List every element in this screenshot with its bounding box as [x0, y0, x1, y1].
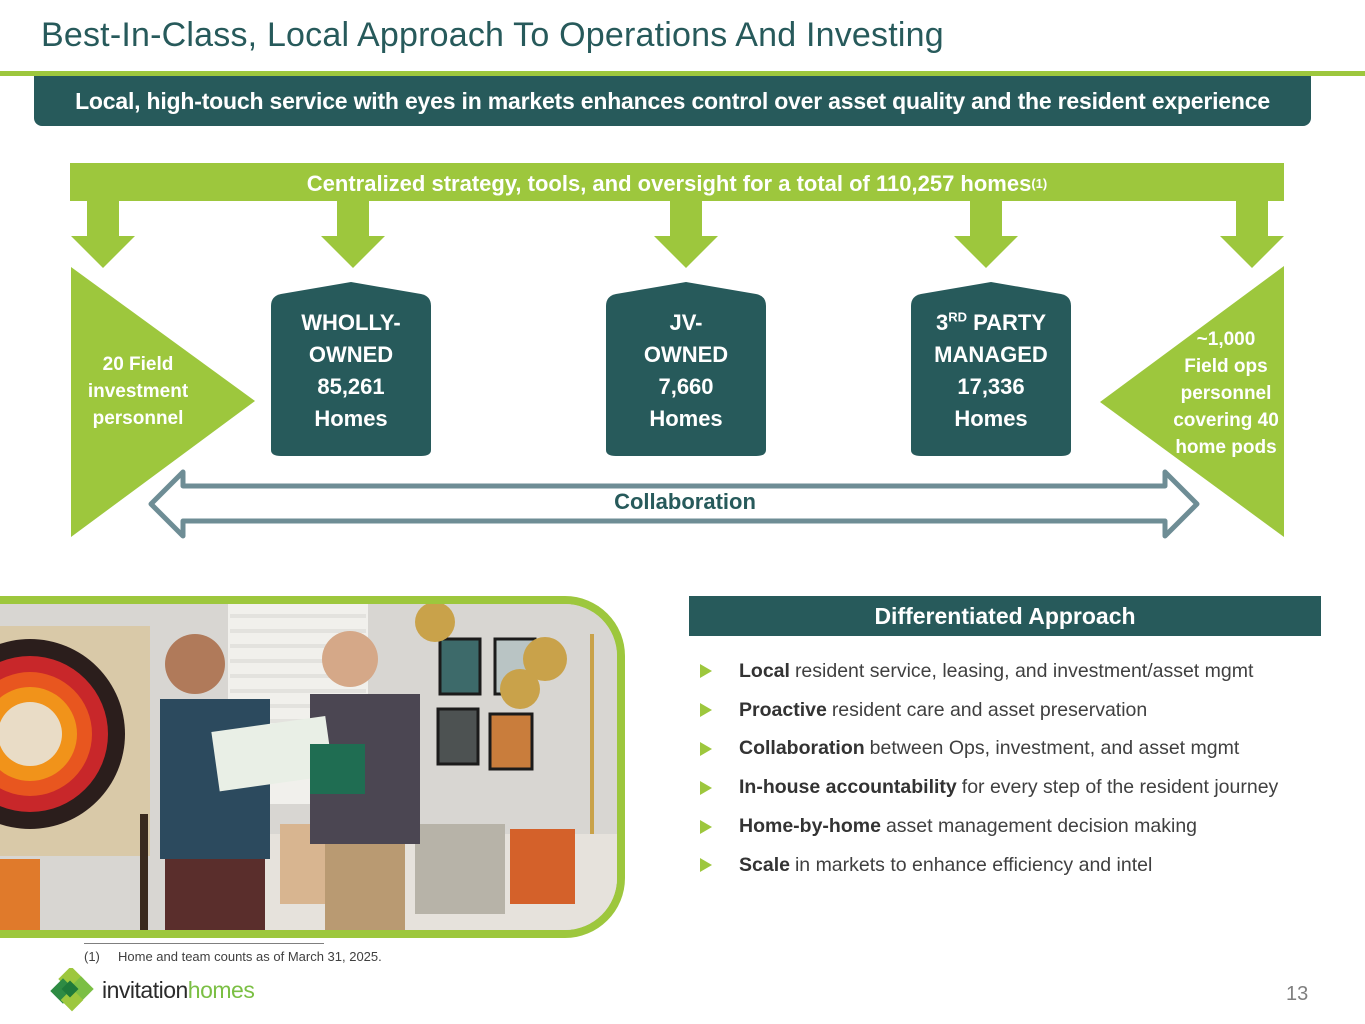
down-arrow-icon — [71, 201, 135, 268]
right-triangle — [1100, 266, 1284, 537]
bullet-triangle-icon — [700, 819, 712, 834]
down-arrow-icon — [321, 201, 385, 268]
title-divider — [0, 71, 1365, 76]
bullet-triangle-icon — [700, 858, 712, 873]
team-photo — [0, 604, 617, 930]
bullet-triangle-icon — [700, 741, 712, 756]
logo-word-homes: homes — [187, 976, 255, 1003]
jv-owned-label: JV- OWNED 7,660 Homes — [643, 310, 729, 431]
collaboration-label: Collaboration — [614, 489, 756, 514]
logo-mark-icon — [50, 968, 94, 1012]
field-ops-label: ~1,000 Field ops personnel covering 40 h… — [1173, 329, 1279, 458]
operations-diagram — [70, 163, 1284, 539]
down-arrow-icon — [1220, 201, 1284, 268]
centralized-bar-label: Centralized strategy, tools, and oversig… — [306, 171, 1048, 196]
down-arrow-icon — [954, 201, 1018, 268]
page-title: Best-In-Class, Local Approach To Operati… — [41, 16, 944, 54]
footnote-divider — [84, 943, 324, 944]
footnote: (1)Home and team counts as of March 31, … — [84, 949, 382, 964]
wholly-owned-label: WHOLLY- OWNED 85,261 Homes — [301, 310, 401, 431]
photo-illustration — [0, 604, 617, 930]
jv-owned-box — [606, 282, 766, 456]
differentiated-approach-heading: Differentiated Approach — [689, 596, 1321, 636]
collaboration-arrow-icon — [148, 469, 1200, 539]
down-arrow-icon — [654, 201, 718, 268]
logo-word-invitation: invitation — [102, 976, 188, 1003]
page-number: 13 — [1286, 983, 1309, 1005]
field-investment-label: 20 Field investment personnel — [87, 354, 189, 429]
third-party-label: 3RD PARTY MANAGED 17,336 Homes — [934, 309, 1048, 431]
left-triangle — [71, 267, 255, 537]
centralized-bar — [70, 163, 1284, 201]
bullet-triangle-icon — [700, 664, 712, 679]
bullet-triangle-icon — [700, 780, 712, 795]
wholly-owned-box — [271, 282, 431, 456]
third-party-box — [911, 282, 1071, 456]
bullet-triangle-icon — [700, 703, 712, 718]
headline-banner: Local, high-touch service with eyes in m… — [34, 76, 1311, 126]
